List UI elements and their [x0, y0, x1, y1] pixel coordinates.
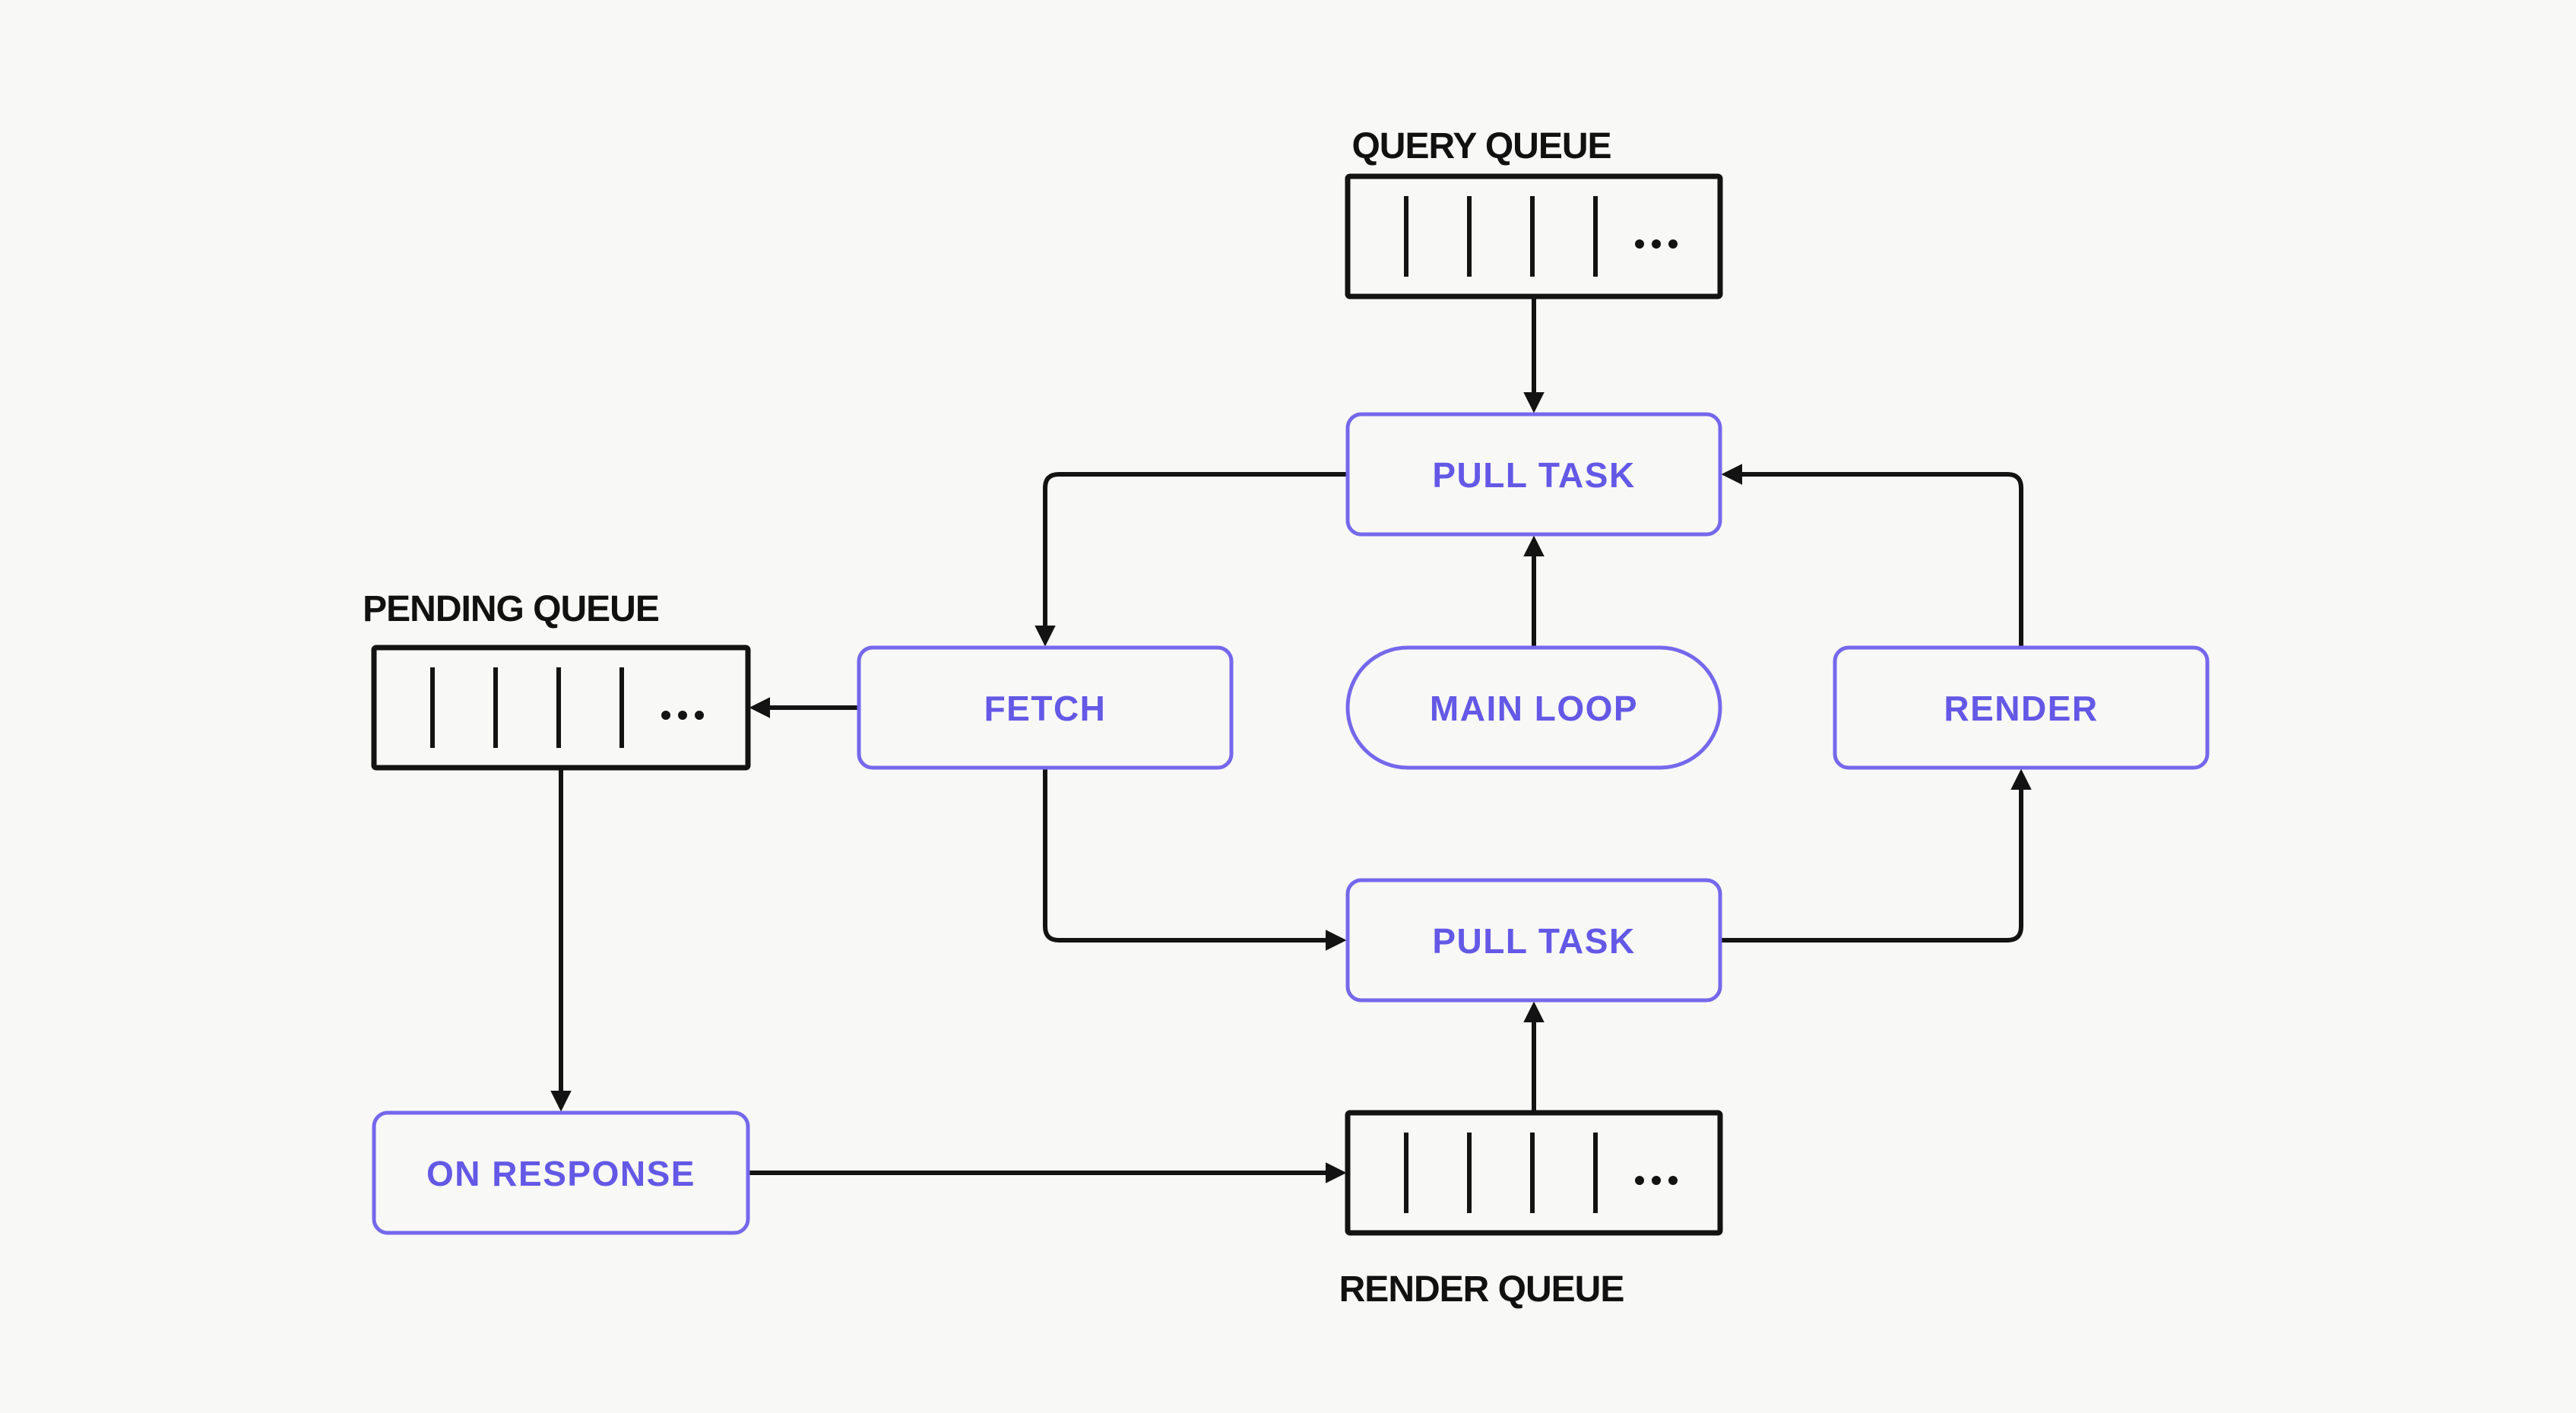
pending-queue-box [371, 645, 751, 771]
ellipsis-dot [1652, 1176, 1661, 1185]
pull-task-bottom-box [1345, 878, 1722, 1003]
render-box [1833, 645, 2210, 770]
edge-fetch-to-pull-task-bottom [1043, 768, 1347, 951]
queue-query: QUERY QUEUE [1345, 126, 1723, 299]
ellipsis-dot [1668, 239, 1678, 249]
query-queue-label: QUERY QUEUE [1351, 126, 1611, 166]
fetch-label: FETCH [984, 689, 1107, 728]
on-response-label: ON RESPONSE [426, 1154, 695, 1193]
node-render: RENDER [1833, 645, 2210, 770]
queue-ellipsis [1635, 239, 1678, 249]
queue-ellipsis [1635, 1176, 1678, 1185]
edge-pull-task-top-to-fetch [1035, 472, 1348, 647]
queue-ellipsis [661, 711, 704, 720]
ellipsis-dot [695, 711, 704, 720]
render-queue-box [1345, 1110, 1723, 1236]
node-pull-task-top: PULL TASK [1345, 412, 1722, 537]
ellipsis-dot [661, 711, 670, 720]
pending-queue-slots [430, 667, 624, 748]
query-queue-box [1345, 173, 1723, 299]
pull-task-bottom-label: PULL TASK [1432, 921, 1635, 961]
edge-render-to-pull-task-top [1721, 464, 2023, 648]
render-queue-slots [1404, 1133, 1598, 1213]
node-on-response: ON RESPONSE [372, 1110, 750, 1235]
query-queue-slots [1404, 196, 1598, 277]
render-label: RENDER [1944, 689, 2098, 728]
ellipsis-dot [1635, 239, 1644, 249]
edges [550, 298, 2032, 1183]
main-loop-label: MAIN LOOP [1430, 689, 1638, 728]
node-main-loop: MAIN LOOP [1345, 645, 1722, 770]
pull-task-top-box [1345, 412, 1722, 537]
pending-queue-label: PENDING QUEUE [363, 589, 659, 629]
queue-pending: PENDING QUEUE [363, 589, 751, 771]
main-loop-pill [1345, 645, 1722, 770]
node-pull-task-bottom: PULL TASK [1345, 878, 1722, 1003]
queue-render: RENDER QUEUE [1339, 1110, 1723, 1310]
render-queue-label: RENDER QUEUE [1339, 1269, 1624, 1310]
ellipsis-dot [1652, 239, 1661, 249]
pull-task-top-label: PULL TASK [1432, 455, 1635, 495]
on-response-box [372, 1110, 750, 1235]
ellipsis-dot [1635, 1176, 1644, 1185]
edge-pull-task-bottom-to-render [1720, 768, 2032, 943]
fetch-box [857, 645, 1234, 770]
node-fetch: FETCH [857, 645, 1234, 770]
ellipsis-dot [1668, 1176, 1678, 1185]
ellipsis-dot [678, 711, 687, 720]
